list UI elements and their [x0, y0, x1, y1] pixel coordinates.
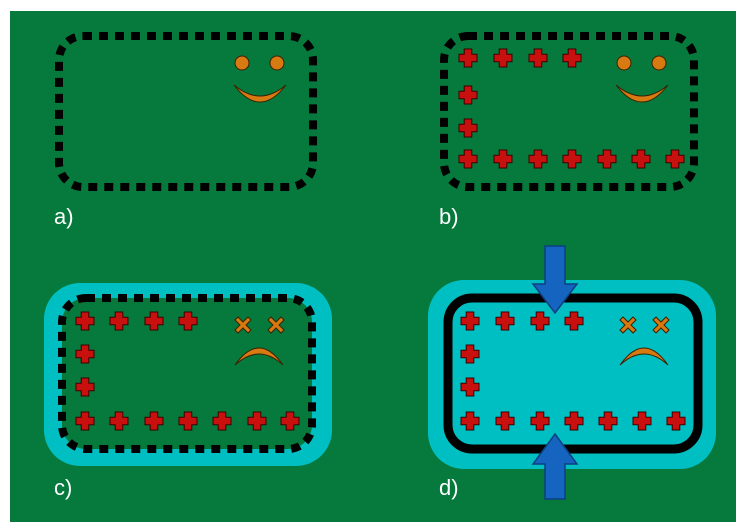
- plus-sign-icon: [631, 149, 651, 169]
- arrow-up-icon: [531, 432, 579, 500]
- panel-c: c): [44, 283, 332, 500]
- sad-face-icon: [619, 316, 670, 366]
- plus-sign-icon: [75, 344, 95, 364]
- plus-sign-icon: [178, 411, 198, 431]
- panel-d: d): [428, 245, 716, 500]
- panel-d-label: d): [439, 475, 459, 500]
- frown-mouth: [619, 347, 669, 366]
- plus-sign-icon: [528, 48, 548, 68]
- plus-sign-icon: [178, 311, 198, 331]
- panel-a-label: a): [54, 204, 74, 229]
- plus-sign-icon: [598, 411, 618, 431]
- plus-sign-icon: [562, 48, 582, 68]
- plus-sign-icon: [458, 149, 478, 169]
- plus-sign-icon: [564, 311, 584, 331]
- right-x-eye: [652, 316, 670, 334]
- plus-sign-icon: [458, 85, 478, 105]
- right-x-eye: [267, 316, 285, 334]
- panel-b-dashed-outline: [440, 32, 698, 191]
- right-eye: [269, 55, 285, 71]
- left-x-eye: [234, 316, 252, 334]
- plus-sign-icon: [528, 149, 548, 169]
- plus-sign-icon: [212, 411, 232, 431]
- panel-a: a): [54, 32, 317, 229]
- panel-b: b): [439, 32, 698, 229]
- plus-sign-icon: [75, 311, 95, 331]
- plus-sign-icon: [562, 149, 582, 169]
- plus-sign-icon: [666, 411, 686, 431]
- plus-sign-icon: [460, 311, 480, 331]
- plus-sign-icon: [144, 311, 164, 331]
- panel-c-dashed-outline: [58, 294, 316, 453]
- panel-b-label: b): [439, 204, 459, 229]
- plus-sign-icon: [109, 411, 129, 431]
- frown-mouth: [234, 347, 284, 366]
- panel-b-plus-charges: [458, 48, 685, 169]
- plus-sign-icon: [144, 411, 164, 431]
- plus-sign-icon: [493, 48, 513, 68]
- panel-c-plus-charges: [75, 311, 300, 431]
- plus-sign-icon: [495, 411, 515, 431]
- plus-sign-icon: [493, 149, 513, 169]
- plus-sign-icon: [530, 311, 550, 331]
- left-x-eye: [619, 316, 637, 334]
- plus-sign-icon: [632, 411, 652, 431]
- plus-sign-icon: [460, 411, 480, 431]
- plus-sign-icon: [564, 411, 584, 431]
- arrow-down-icon: [531, 245, 579, 315]
- plus-sign-icon: [530, 411, 550, 431]
- plus-sign-icon: [458, 118, 478, 138]
- plus-sign-icon: [247, 411, 267, 431]
- plus-sign-icon: [109, 311, 129, 331]
- panel-c-label: c): [54, 475, 72, 500]
- plus-sign-icon: [495, 311, 515, 331]
- sad-face-icon: [234, 316, 285, 366]
- plus-sign-icon: [75, 377, 95, 397]
- plus-sign-icon: [460, 344, 480, 364]
- plus-sign-icon: [597, 149, 617, 169]
- plus-sign-icon: [665, 149, 685, 169]
- plus-sign-icon: [280, 411, 300, 431]
- panel-a-dashed-outline: [55, 32, 317, 191]
- plus-sign-icon: [458, 48, 478, 68]
- plus-sign-icon: [75, 411, 95, 431]
- smile-mouth: [615, 84, 669, 103]
- plus-sign-icon: [460, 377, 480, 397]
- panel-d-solid-outline: [443, 293, 703, 454]
- right-eye: [651, 55, 667, 71]
- left-eye: [234, 55, 250, 71]
- smiley-face-icon: [615, 55, 669, 103]
- smile-mouth: [233, 84, 287, 103]
- panel-d-plus-charges: [460, 311, 686, 431]
- left-eye: [616, 55, 632, 71]
- smiley-face-icon: [233, 55, 287, 103]
